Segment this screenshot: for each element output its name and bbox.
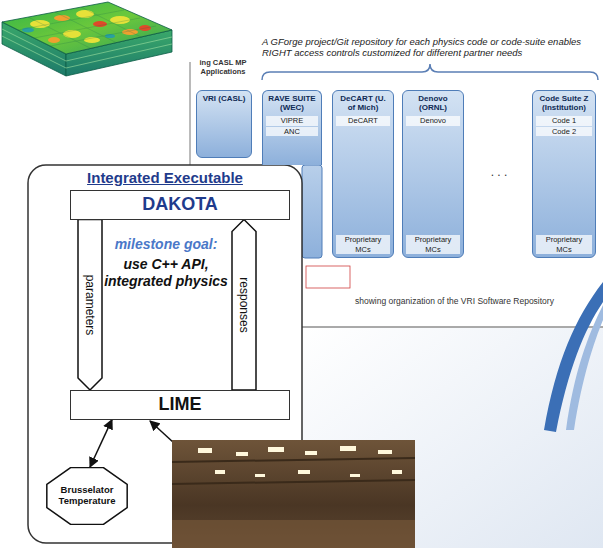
- ceiling-lights: [340, 446, 356, 451]
- mesh-heat-patches: [48, 37, 60, 43]
- suite-box: DeCART (U. of Mich) DeCART Proprietary MCs: [332, 90, 394, 258]
- ceiling-lights: [236, 452, 248, 456]
- note-box: [306, 266, 350, 288]
- arrow-label: parameters: [84, 272, 96, 337]
- slide-heading: A GForge project/Git repository for each…: [262, 36, 597, 59]
- ceiling-beams: [172, 480, 415, 484]
- ceiling-lights: [350, 474, 360, 477]
- mesh-heat-patches: [30, 20, 50, 28]
- ceiling-lights: [268, 447, 284, 452]
- ceiling-lights: [198, 448, 212, 453]
- mesh-heat-patches: [2, 7, 156, 54]
- photo: [172, 440, 415, 548]
- octagon-outline: [47, 468, 127, 525]
- slide-border: [190, 62, 191, 165]
- suite-title: RAVE SUITE (WEC): [266, 94, 318, 112]
- code-name: Proprietary MCs: [406, 235, 460, 254]
- code-name: Proprietary MCs: [336, 235, 390, 254]
- ceiling-beams: [172, 458, 415, 462]
- mesh-layers: [2, 36, 66, 68]
- photo-background: [172, 440, 415, 548]
- code-name: Proprietary MCs: [536, 235, 592, 254]
- ceiling-lights: [298, 470, 310, 474]
- block-arrow: [78, 220, 102, 390]
- mesh-heat-patches: [63, 30, 81, 38]
- figure-caption: showing organization of the VRI Software…: [355, 296, 600, 306]
- octagon-node: Brusselator Temperature: [46, 467, 128, 525]
- component-box: DAKOTA: [70, 190, 290, 220]
- executable-frame: Integrated ExecutableDAKOTA LIME Brusselat…: [28, 165, 302, 543]
- ellipsis-text: . . .: [470, 165, 528, 179]
- mesh-heat-patches: [18, 10, 124, 30]
- mesh-heat-patches: [34, 18, 140, 38]
- suite-box-strip: [302, 165, 322, 258]
- ceiling-lights: [255, 474, 265, 477]
- ceiling-lights: [305, 451, 317, 455]
- suite-box: Denovo (ORNL) DenovoProprietary MCs: [402, 90, 464, 258]
- photo-wall: [172, 520, 415, 548]
- slide-side-text: ing CASL MP Applications: [192, 59, 254, 76]
- ceiling-beams: [172, 458, 415, 484]
- mesh-illustration: [2, 2, 172, 76]
- mesh-heat-patches: [2, 7, 156, 54]
- grouping-brace: [262, 64, 598, 80]
- arrow-label: responses: [238, 275, 250, 334]
- suite-box: RAVE SUITE (WEC) VIPRE ANC: [262, 90, 322, 165]
- component-name: LIME: [74, 394, 286, 416]
- ceiling-lights: [198, 446, 402, 477]
- blue-swoosh: [566, 305, 603, 430]
- code-name: Code 1: [536, 116, 592, 125]
- suite-title: Denovo (ORNL): [406, 94, 460, 112]
- code-name: ANC: [266, 127, 318, 136]
- frame-title: Integrated Executable: [28, 165, 302, 186]
- goal-heading: milestone goal:: [104, 236, 228, 253]
- suite-box: VRI (CASL): [196, 90, 252, 158]
- code-name: DeCART: [336, 116, 390, 125]
- suite-box: Code Suite Z (Institution) Code 1 Code 2 Pr…: [532, 90, 596, 258]
- suite-title: DeCART (U. of Mich): [336, 94, 390, 112]
- component-box: LIME: [70, 390, 290, 420]
- ceiling-lights: [378, 450, 392, 454]
- physics-name: Brusselator Temperature: [54, 485, 120, 507]
- goal-text: use C++ API, integrated physics: [104, 256, 228, 290]
- mesh-top: [2, 2, 172, 54]
- block-arrow: [232, 220, 256, 390]
- code-name: Denovo: [406, 116, 460, 125]
- suite-title: Code Suite Z (Institution): [536, 94, 592, 112]
- ceiling-lights: [215, 470, 225, 474]
- mesh-heat-patches: [76, 10, 94, 18]
- connector-line: [90, 420, 112, 467]
- mesh-heat-patches: [50, 26, 156, 46]
- suite-title: VRI (CASL): [200, 94, 248, 103]
- mesh-heat-patches: [93, 21, 107, 27]
- ceiling-lights: [392, 470, 402, 474]
- mesh-heat-patches: [54, 15, 70, 21]
- code-name: VIPRE: [266, 116, 318, 125]
- slide-border: [302, 327, 603, 328]
- code-name: Code 2: [536, 127, 592, 136]
- component-name: DAKOTA: [74, 194, 286, 216]
